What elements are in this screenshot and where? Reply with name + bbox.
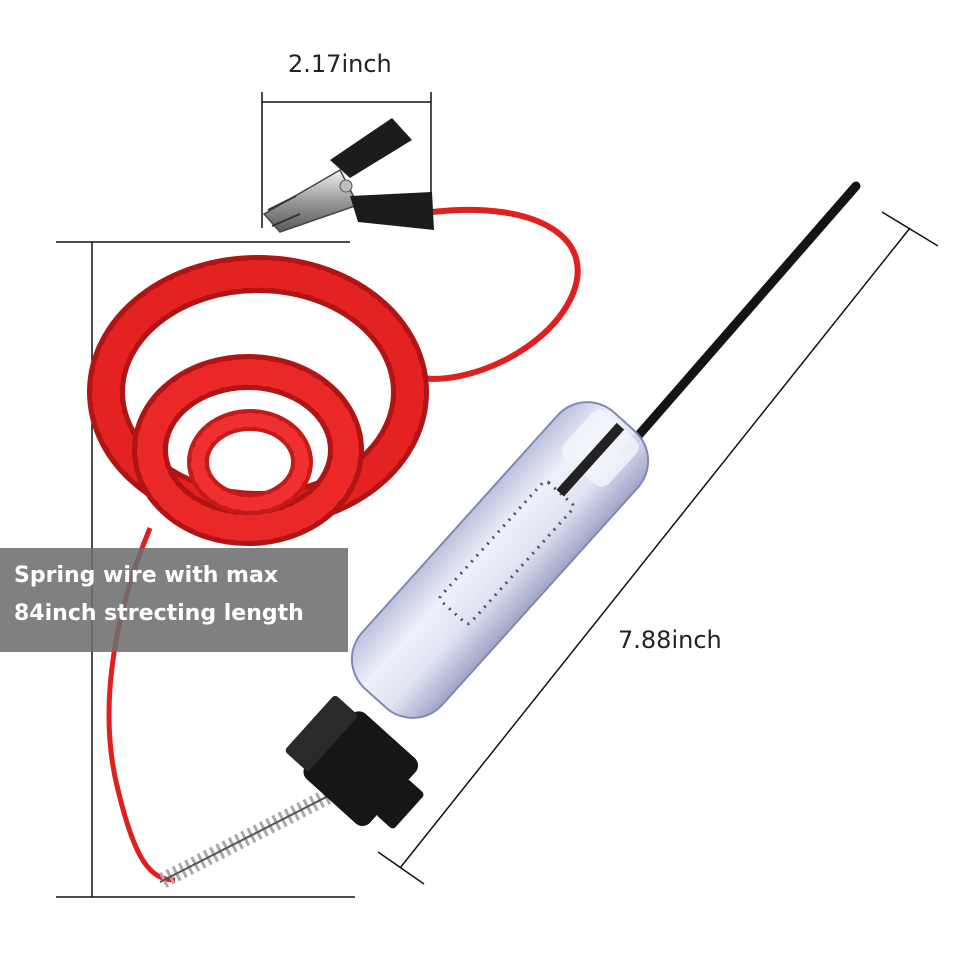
tester-length-tick-top [881,211,939,247]
alligator-clip-icon [262,118,434,233]
caption-line-2: 84inch strecting length [14,601,304,626]
caption-overlay: Spring wire with max 84inch strecting le… [0,548,348,652]
caption-line-1: Spring wire with max [14,563,279,588]
coiled-cord [87,255,429,546]
tester-length-line [399,227,911,869]
lead-wire [417,206,581,382]
tester-length-tick-bottom [377,851,425,885]
circuit-tester-probe-icon [156,181,861,890]
clip-width-label: 2.17inch [288,50,392,78]
tester-length-label: 7.88inch [618,626,722,654]
